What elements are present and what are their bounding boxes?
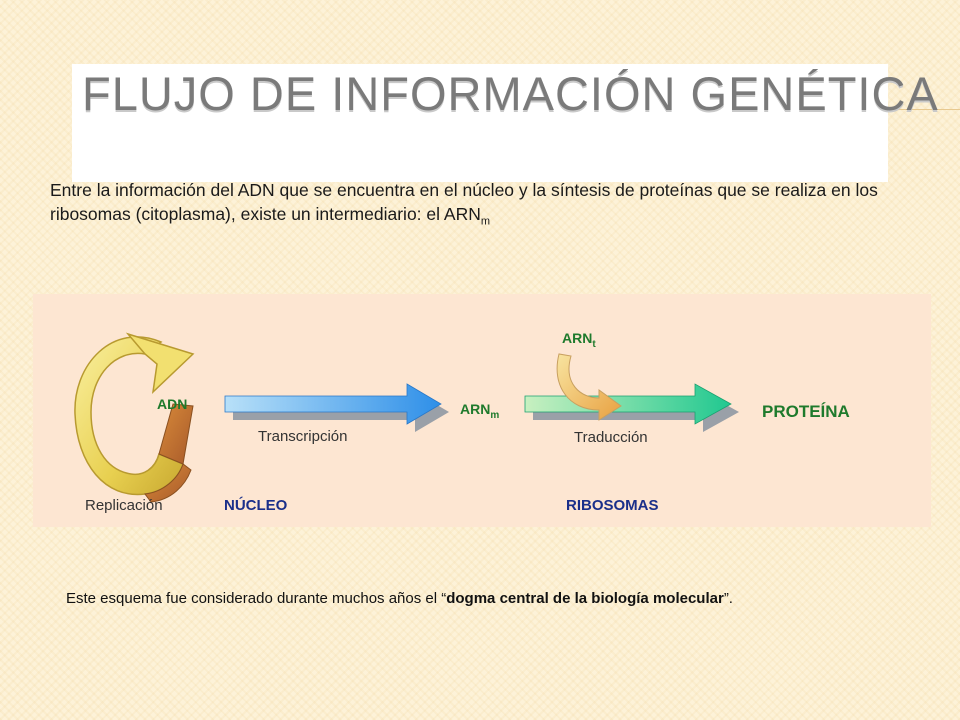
- diagram-graphics: [74, 332, 739, 503]
- title-rule: [888, 109, 960, 110]
- transcripcion-label: Transcripción: [258, 428, 348, 445]
- translation-arrow: [524, 383, 739, 432]
- footer-suffix: ”.: [723, 590, 733, 607]
- intro-subscript: m: [480, 215, 491, 228]
- footer-note: Este esquema fue considerado durante muc…: [66, 590, 733, 607]
- arnt-subscript: t: [592, 338, 596, 350]
- traduccion-label: Traducción: [574, 429, 648, 446]
- replication-cycle-arrow: [74, 332, 195, 503]
- arnt-curved-arrow: [556, 353, 622, 421]
- transcription-arrow: [224, 383, 449, 432]
- adn-label: ADN: [157, 396, 188, 412]
- proteina-label: PROTEÍNA: [762, 402, 850, 421]
- arnt-text: ARN: [562, 330, 593, 346]
- arnt-label: ARNt: [562, 330, 596, 350]
- intro-text: Entre la información del ADN que se encu…: [50, 180, 878, 224]
- title-box: [72, 64, 888, 182]
- slide-title: FLUJO DE INFORMACIÓN GENÉTICA: [82, 67, 939, 120]
- footer-bold: dogma central de la biología molecular: [446, 590, 724, 607]
- footer-prefix: Este esquema fue considerado durante muc…: [66, 590, 447, 607]
- arnm-text: ARN: [460, 401, 491, 417]
- nucleo-label: NÚCLEO: [224, 497, 288, 514]
- ribosomas-label: RIBOSOMAS: [566, 497, 659, 514]
- replicacion-label: Replicación: [85, 497, 163, 514]
- intro-paragraph: Entre la información del ADN que se encu…: [50, 178, 920, 234]
- arnm-label: ARNm: [460, 401, 499, 421]
- arnm-subscript: m: [490, 409, 500, 421]
